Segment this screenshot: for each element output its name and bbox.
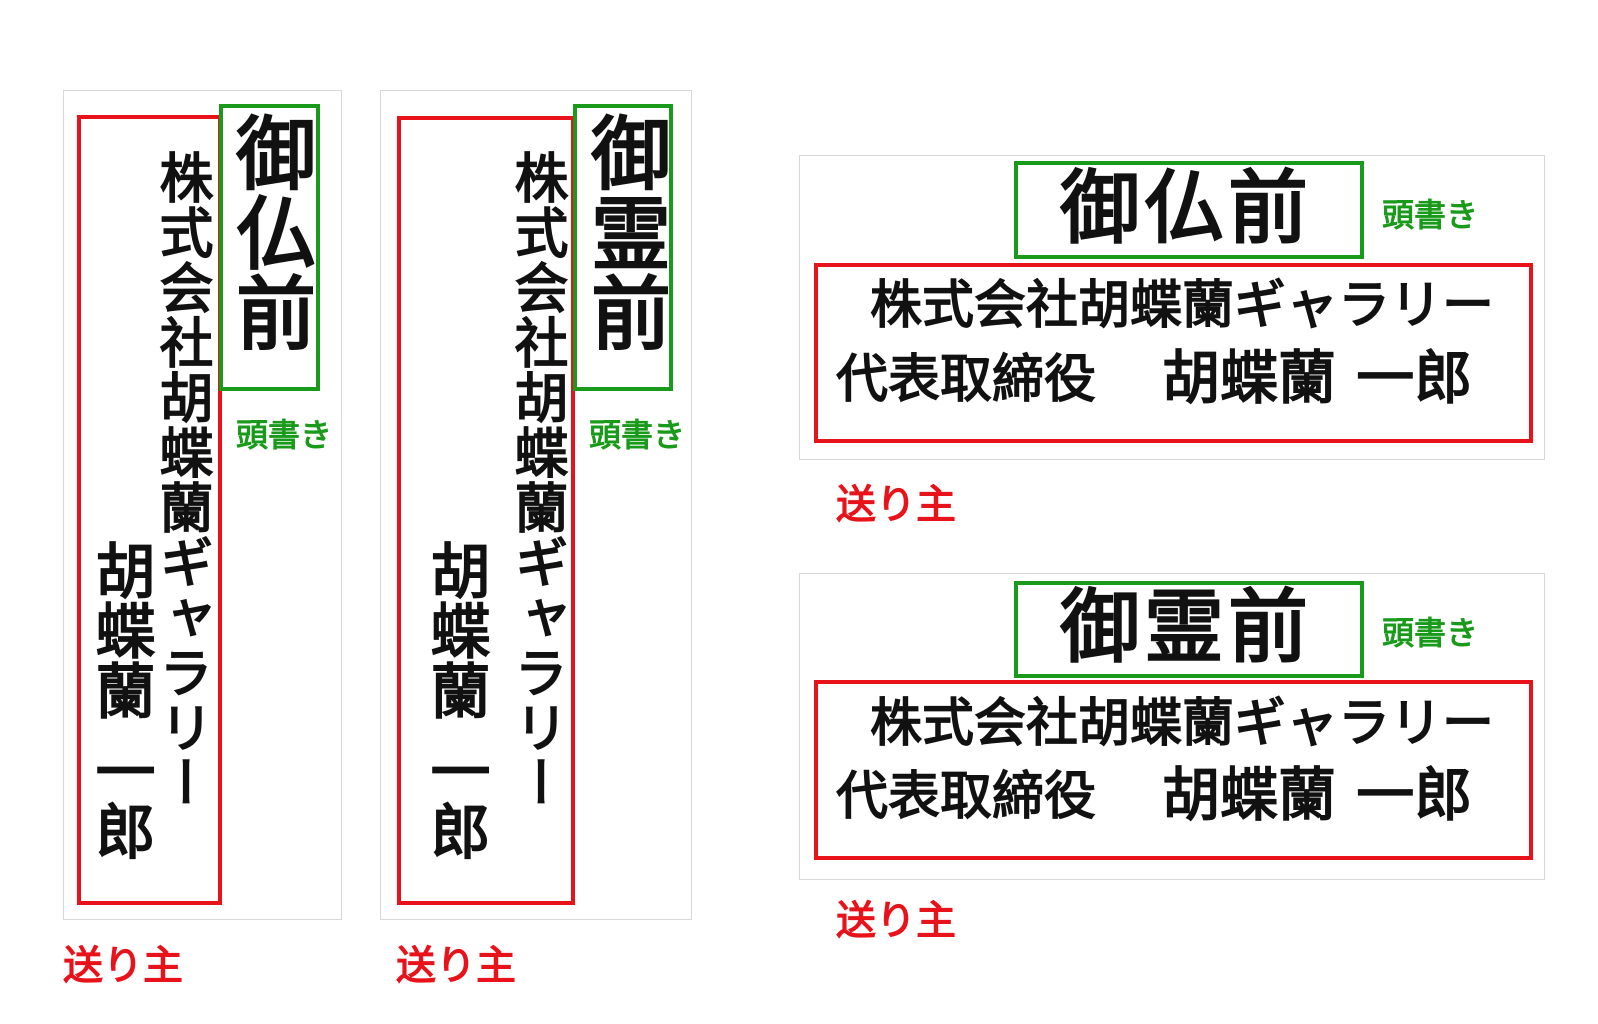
- sender-name-2: 胡蝶蘭 一郎: [420, 540, 490, 861]
- heading-label-2: 頭書き: [589, 416, 686, 454]
- company-text-3: 株式会社胡蝶蘭ギャラリー: [870, 275, 1495, 336]
- sender-label-4: 送り主: [836, 898, 956, 944]
- heading-label-1: 頭書き: [236, 416, 333, 454]
- sender-name-4: 胡蝶蘭 一郎: [1162, 761, 1473, 829]
- sender-box-3: [814, 263, 1533, 443]
- company-text-4: 株式会社胡蝶蘭ギャラリー: [870, 693, 1495, 754]
- sender-box-1: [77, 115, 222, 905]
- sender-name-1: 胡蝶蘭 一郎: [85, 540, 155, 861]
- company-text-2: 株式会社胡蝶蘭ギャラリー: [505, 150, 569, 810]
- title-text-3: 代表取締役: [836, 349, 1097, 410]
- heading-box-4: [1014, 581, 1364, 678]
- sender-label-2: 送り主: [396, 943, 516, 989]
- horizontal-tag-2: [799, 573, 1545, 880]
- sender-box-4: [814, 680, 1533, 860]
- heading-label-4: 頭書き: [1382, 614, 1479, 652]
- sender-box-2: [397, 116, 575, 905]
- heading-text-1: 御仏前: [223, 112, 317, 352]
- horizontal-tag-1: [799, 155, 1545, 460]
- heading-box-1: [219, 104, 320, 391]
- heading-text-4: 御霊前: [1060, 580, 1312, 674]
- heading-box-3: [1014, 161, 1364, 259]
- heading-text-2: 御霊前: [578, 112, 672, 352]
- heading-label-3: 頭書き: [1382, 196, 1479, 234]
- sender-name-3: 胡蝶蘭 一郎: [1162, 344, 1473, 412]
- company-text-1: 株式会社胡蝶蘭ギャラリー: [150, 150, 214, 810]
- sender-label-3: 送り主: [836, 482, 956, 528]
- vertical-tag-2: [380, 90, 692, 920]
- sender-label-1: 送り主: [63, 943, 183, 989]
- heading-box-2: [573, 104, 673, 391]
- vertical-tag-1: [63, 90, 342, 920]
- title-text-4: 代表取締役: [836, 766, 1097, 827]
- heading-text-3: 御仏前: [1060, 161, 1312, 255]
